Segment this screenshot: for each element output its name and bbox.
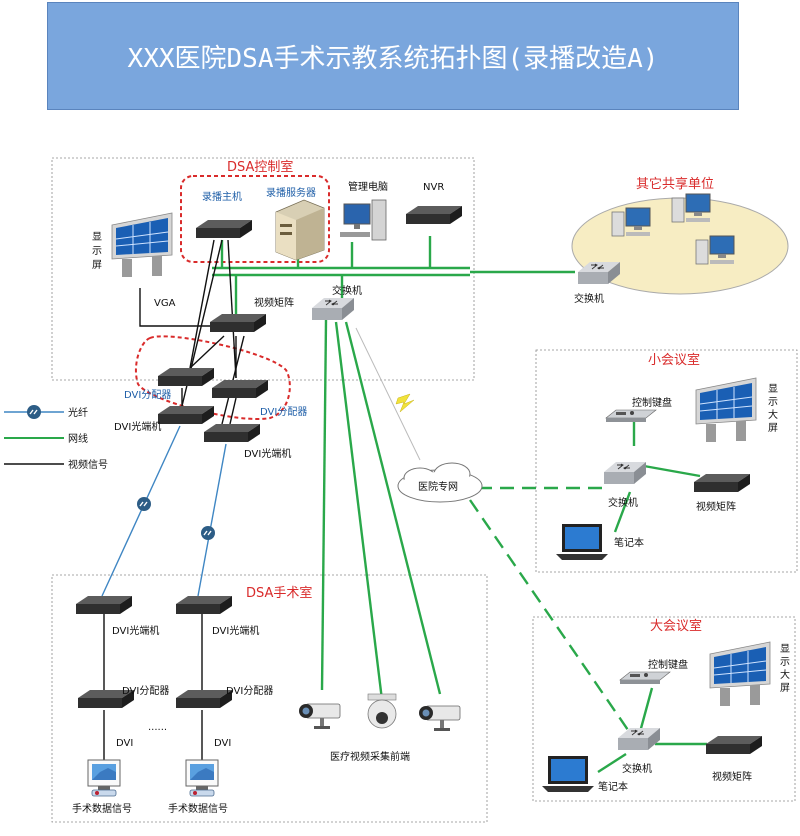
small-display-label-4: 屏 <box>768 422 778 434</box>
fiber-connector-icons <box>137 497 215 540</box>
recording-host-label: 录播主机 <box>202 190 242 203</box>
large-display-label-3: 大 <box>780 668 790 681</box>
dvi-splitter-label-1: DVI分配器 <box>124 389 171 401</box>
surgery-room-title: DSA手术室 <box>246 585 312 601</box>
notebook-label-small: 笔记本 <box>614 536 644 549</box>
large-meeting-title: 大会议室 <box>650 618 702 634</box>
lightning-icon <box>395 393 415 413</box>
display-wall-small <box>695 377 757 443</box>
title-banner: XXX医院DSA手术示教系统拓扑图(录播改造A) <box>47 2 739 110</box>
control-room-title: DSA控制室 <box>227 159 293 175</box>
surgery-room-border <box>51 574 488 823</box>
large-display-label-2: 示 <box>780 657 790 668</box>
display-wall-large <box>709 641 771 707</box>
legend-video: 视频信号 <box>68 458 108 471</box>
wireless-link <box>355 327 421 461</box>
dvi-fiber-2 <box>204 424 260 442</box>
camera-right <box>418 705 461 732</box>
mgmt-pc-label: 管理电脑 <box>348 180 388 193</box>
small-display-label-2: 示 <box>768 397 778 408</box>
vga-label: VGA <box>154 298 176 309</box>
display-label-3: 屏 <box>92 259 102 271</box>
dvi-splitter-surgery-label-1: DVI分配器 <box>122 685 169 697</box>
surgery-signal-label-1: 手术数据信号 <box>72 802 132 815</box>
video-matrix-label-small: 视频矩阵 <box>696 500 736 513</box>
camera-front-label: 医疗视频采集前端 <box>330 750 410 763</box>
switch-label-large: 交换机 <box>622 762 652 775</box>
control-keyboard-label-large: 控制键盘 <box>648 658 688 671</box>
small-display-label-1: 显 <box>768 383 778 395</box>
dvi-fiber-surgery-label-1: DVI光端机 <box>112 624 159 637</box>
legend-network: 网线 <box>68 432 88 445</box>
display-wall-control <box>111 212 173 278</box>
fiber-lines <box>101 425 227 597</box>
dvi-label-2: DVI <box>214 738 231 749</box>
display-label-2: 示 <box>92 246 102 257</box>
switch-large <box>617 727 661 751</box>
dvi-label-1: DVI <box>116 738 133 749</box>
dvi-splitter-highlight <box>134 335 291 420</box>
video-matrix-large <box>706 736 762 754</box>
video-lines <box>103 239 245 760</box>
video-matrix-small <box>694 474 750 492</box>
dvi-splitter-surgery-label-2: DVI分配器 <box>226 685 273 697</box>
dvi-fiber-surgery-2 <box>176 596 232 614</box>
control-keyboard-large <box>619 671 671 685</box>
control-room-border <box>51 157 475 381</box>
dvi-fiber-surgery-1 <box>76 596 132 614</box>
control-keyboard-small <box>605 409 657 423</box>
ellipsis-label: ...... <box>148 722 167 733</box>
other-units-title: 其它共享单位 <box>636 176 714 192</box>
legend <box>4 405 64 465</box>
page-title: XXX医院DSA手术示教系统拓扑图(录播改造A) <box>127 43 659 74</box>
small-meeting-border <box>535 349 798 573</box>
network-lines <box>212 236 707 774</box>
hospital-net-cloud <box>397 462 483 503</box>
dvi-fiber-label-2: DVI光端机 <box>244 447 291 460</box>
mgmt-pc-device <box>340 199 387 241</box>
switch-label-other: 交换机 <box>574 292 604 305</box>
display-label-1: 显 <box>92 231 102 243</box>
dvi-splitter-1 <box>158 368 214 386</box>
recording-server-label: 录播服务器 <box>266 186 316 199</box>
recording-server-device <box>275 199 325 261</box>
dvi-splitter-2 <box>212 380 268 398</box>
dvi-splitter-surgery-2 <box>176 690 232 708</box>
private-net-lines <box>469 486 629 731</box>
video-matrix-label-large: 视频矩阵 <box>712 770 752 783</box>
notebook-label-large: 笔记本 <box>598 780 628 793</box>
dvi-fiber-label-1: DVI光端机 <box>114 420 161 433</box>
switch-control <box>311 297 355 321</box>
camera-left <box>298 703 341 730</box>
hospital-net-label: 医院专网 <box>418 480 458 493</box>
nvr-device <box>406 206 462 224</box>
dvi-fiber-1 <box>158 406 214 424</box>
dvi-fiber-surgery-label-2: DVI光端机 <box>212 624 259 637</box>
surgery-signal-label-2: 手术数据信号 <box>168 802 228 815</box>
dvi-splitter-label-2: DVI分配器 <box>260 406 307 418</box>
notebook-large <box>542 756 594 792</box>
surgery-monitor-2 <box>185 753 219 797</box>
surgery-monitor-1 <box>87 753 121 797</box>
switch-small <box>603 461 647 485</box>
switch-label-control: 交换机 <box>332 284 362 297</box>
large-meeting-border <box>532 616 796 802</box>
dome-camera <box>367 693 397 729</box>
nvr-label: NVR <box>423 182 444 193</box>
large-display-label-1: 显 <box>780 643 790 655</box>
control-keyboard-label-small: 控制键盘 <box>632 396 672 409</box>
switch-label-small: 交换机 <box>608 496 638 509</box>
small-display-label-3: 大 <box>768 408 778 421</box>
video-matrix-label-control: 视频矩阵 <box>254 296 294 309</box>
notebook-small <box>556 524 608 560</box>
recording-host-device <box>196 220 252 238</box>
video-matrix-control <box>210 314 266 332</box>
large-display-label-4: 屏 <box>780 682 790 694</box>
legend-fiber: 光纤 <box>68 406 88 419</box>
small-meeting-title: 小会议室 <box>648 352 700 368</box>
